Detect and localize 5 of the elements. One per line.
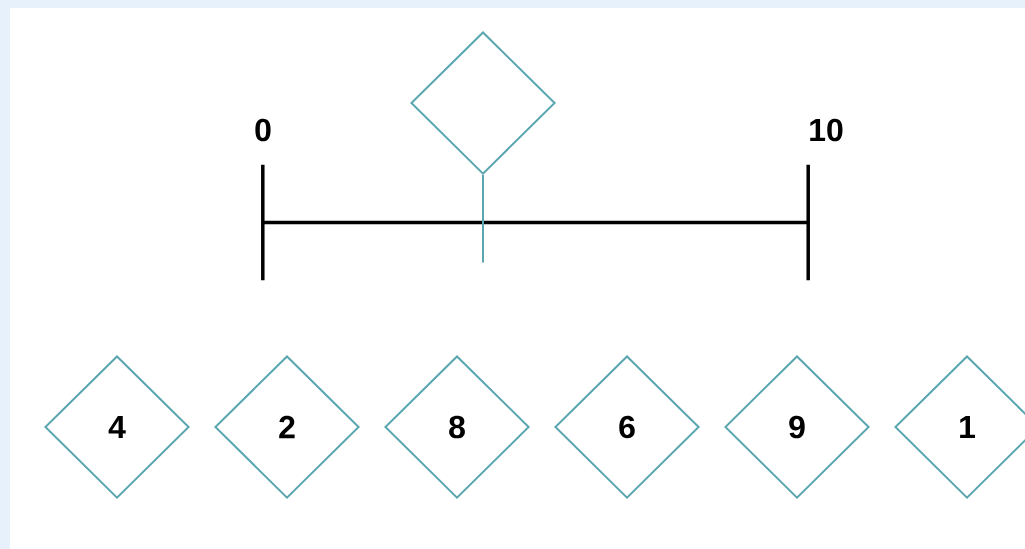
tick-label: 0 [255,118,271,142]
empty-diamond [410,31,556,175]
leader-line [482,174,484,264]
number-line [261,163,810,282]
tick-label: 10 [810,118,843,142]
